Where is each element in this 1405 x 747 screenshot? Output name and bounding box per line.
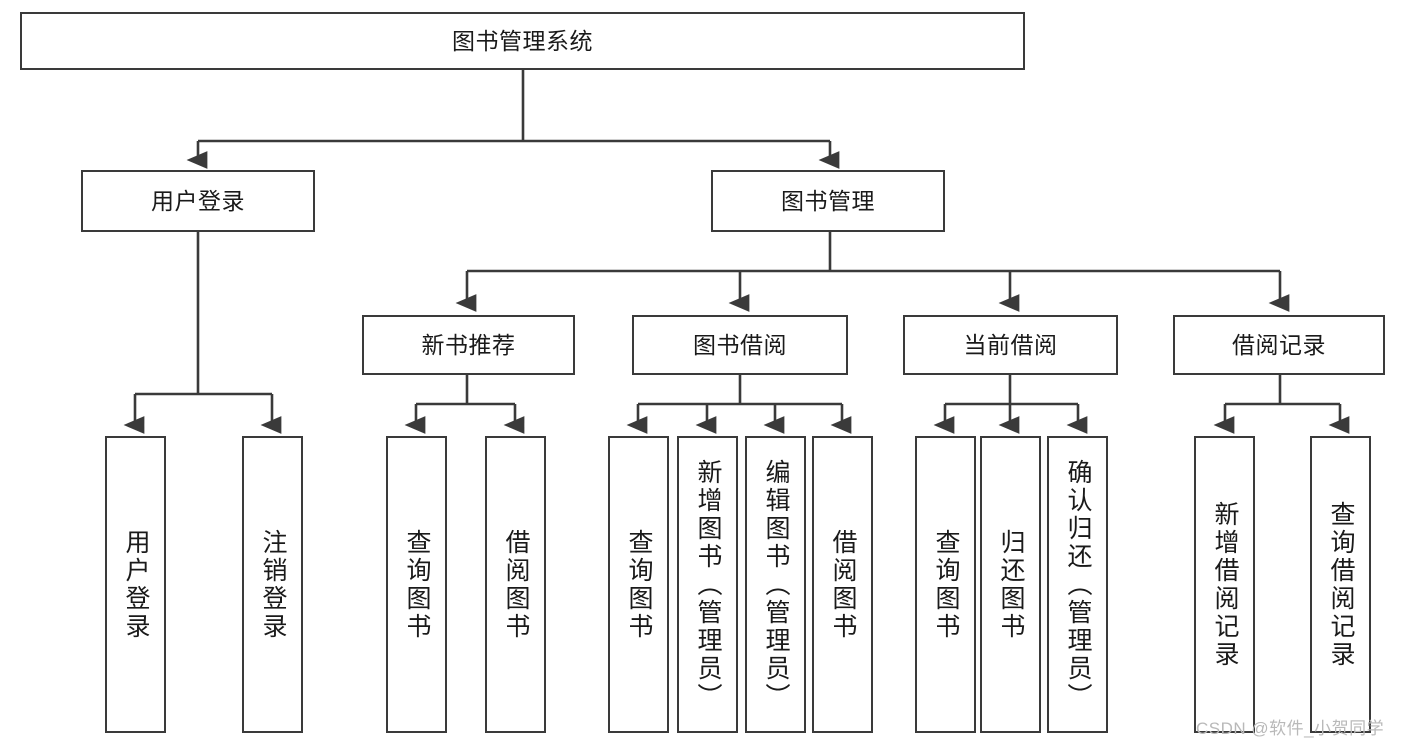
node-leaf-user-login-label: 用户登录 bbox=[122, 528, 150, 641]
node-book-borrow[interactable]: 图书借阅 bbox=[632, 315, 848, 375]
node-current-borrow-label: 当前借阅 bbox=[963, 331, 1058, 358]
node-book-manage-label: 图书管理 bbox=[781, 187, 875, 214]
node-user-login-label: 用户登录 bbox=[151, 187, 245, 214]
node-leaf-query-book-2-label: 查询图书 bbox=[625, 528, 653, 641]
node-leaf-query-book-1-label: 查询图书 bbox=[403, 528, 431, 641]
node-leaf-confirm-return-label: 确认归还（管理员） bbox=[1064, 458, 1092, 711]
node-leaf-add-book-label: 新增图书（管理员） bbox=[694, 458, 722, 711]
node-leaf-confirm-return[interactable]: 确认归还（管理员） bbox=[1047, 436, 1108, 733]
node-leaf-query-book-3[interactable]: 查询图书 bbox=[915, 436, 976, 733]
node-leaf-borrow-book-2-label: 借阅图书 bbox=[829, 528, 857, 641]
node-leaf-add-book[interactable]: 新增图书（管理员） bbox=[677, 436, 738, 733]
node-leaf-return-book[interactable]: 归还图书 bbox=[980, 436, 1041, 733]
node-leaf-user-login[interactable]: 用户登录 bbox=[105, 436, 166, 733]
watermark-text: CSDN @软件_小贺同学 bbox=[1196, 719, 1385, 738]
node-leaf-add-record-label: 新增借阅记录 bbox=[1211, 500, 1239, 669]
node-borrow-record[interactable]: 借阅记录 bbox=[1173, 315, 1385, 375]
node-leaf-query-book-3-label: 查询图书 bbox=[932, 528, 960, 641]
node-user-login[interactable]: 用户登录 bbox=[81, 170, 315, 232]
node-leaf-borrow-book-1[interactable]: 借阅图书 bbox=[485, 436, 546, 733]
node-current-borrow[interactable]: 当前借阅 bbox=[903, 315, 1118, 375]
node-leaf-query-book-2[interactable]: 查询图书 bbox=[608, 436, 669, 733]
node-leaf-edit-book-label: 编辑图书（管理员） bbox=[762, 458, 790, 711]
node-book-manage[interactable]: 图书管理 bbox=[711, 170, 945, 232]
node-new-book-rec[interactable]: 新书推荐 bbox=[362, 315, 575, 375]
node-book-borrow-label: 图书借阅 bbox=[693, 331, 787, 358]
node-leaf-logout-label: 注销登录 bbox=[259, 528, 287, 641]
node-leaf-add-record[interactable]: 新增借阅记录 bbox=[1194, 436, 1255, 733]
node-root[interactable]: 图书管理系统 bbox=[20, 12, 1025, 70]
node-root-label: 图书管理系统 bbox=[452, 27, 593, 54]
node-borrow-record-label: 借阅记录 bbox=[1232, 331, 1326, 358]
node-leaf-return-book-label: 归还图书 bbox=[997, 528, 1025, 641]
node-leaf-query-record[interactable]: 查询借阅记录 bbox=[1310, 436, 1371, 733]
node-leaf-borrow-book-1-label: 借阅图书 bbox=[502, 528, 530, 641]
node-leaf-edit-book[interactable]: 编辑图书（管理员） bbox=[745, 436, 806, 733]
node-leaf-query-book-1[interactable]: 查询图书 bbox=[386, 436, 447, 733]
node-leaf-logout[interactable]: 注销登录 bbox=[242, 436, 303, 733]
node-new-book-rec-label: 新书推荐 bbox=[421, 331, 516, 358]
node-leaf-query-record-label: 查询借阅记录 bbox=[1327, 500, 1355, 669]
node-leaf-borrow-book-2[interactable]: 借阅图书 bbox=[812, 436, 873, 733]
